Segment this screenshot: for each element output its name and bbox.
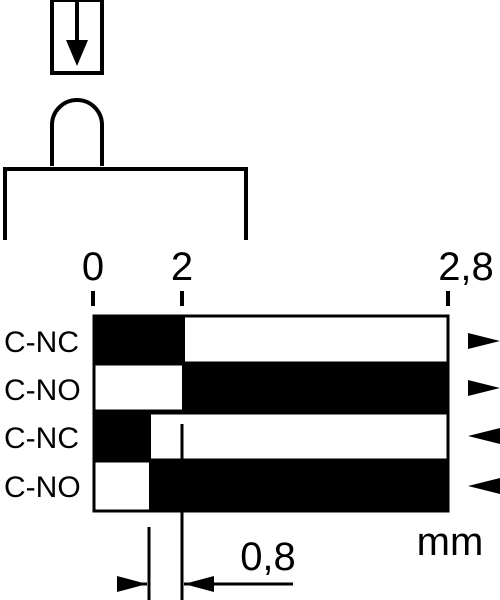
differential-travel-value: 0,8 [240,535,296,579]
dimension-arrow-left-icon [184,576,214,592]
scale-label-2-8: 2,8 [438,245,494,289]
forward-arrow-icon [468,333,500,349]
unit-label: mm [417,520,484,564]
contact-bar-c-nc-forward [92,314,450,365]
forward-arrow-icon [468,380,500,396]
row-label-c-nc-return: C-NC [4,422,79,455]
contact-bar-c-no-return [92,459,450,513]
scale-label-2: 2 [171,245,193,289]
row-label-c-nc-forward: C-NC [4,326,79,359]
scale-label-0: 0 [82,245,104,289]
contact-bar-c-no-forward [92,362,450,413]
dimension-arrow-right-icon [117,576,147,592]
return-arrow-icon [468,428,500,444]
switch-housing [3,167,248,240]
plunger-icon [50,98,104,166]
actuation-arrow-icon [50,0,104,75]
contact-bar-c-nc-return [92,411,450,462]
row-label-c-no-return: C-NO [4,471,81,504]
row-label-c-no-forward: C-NO [4,374,81,407]
return-arrow-icon [468,478,500,494]
